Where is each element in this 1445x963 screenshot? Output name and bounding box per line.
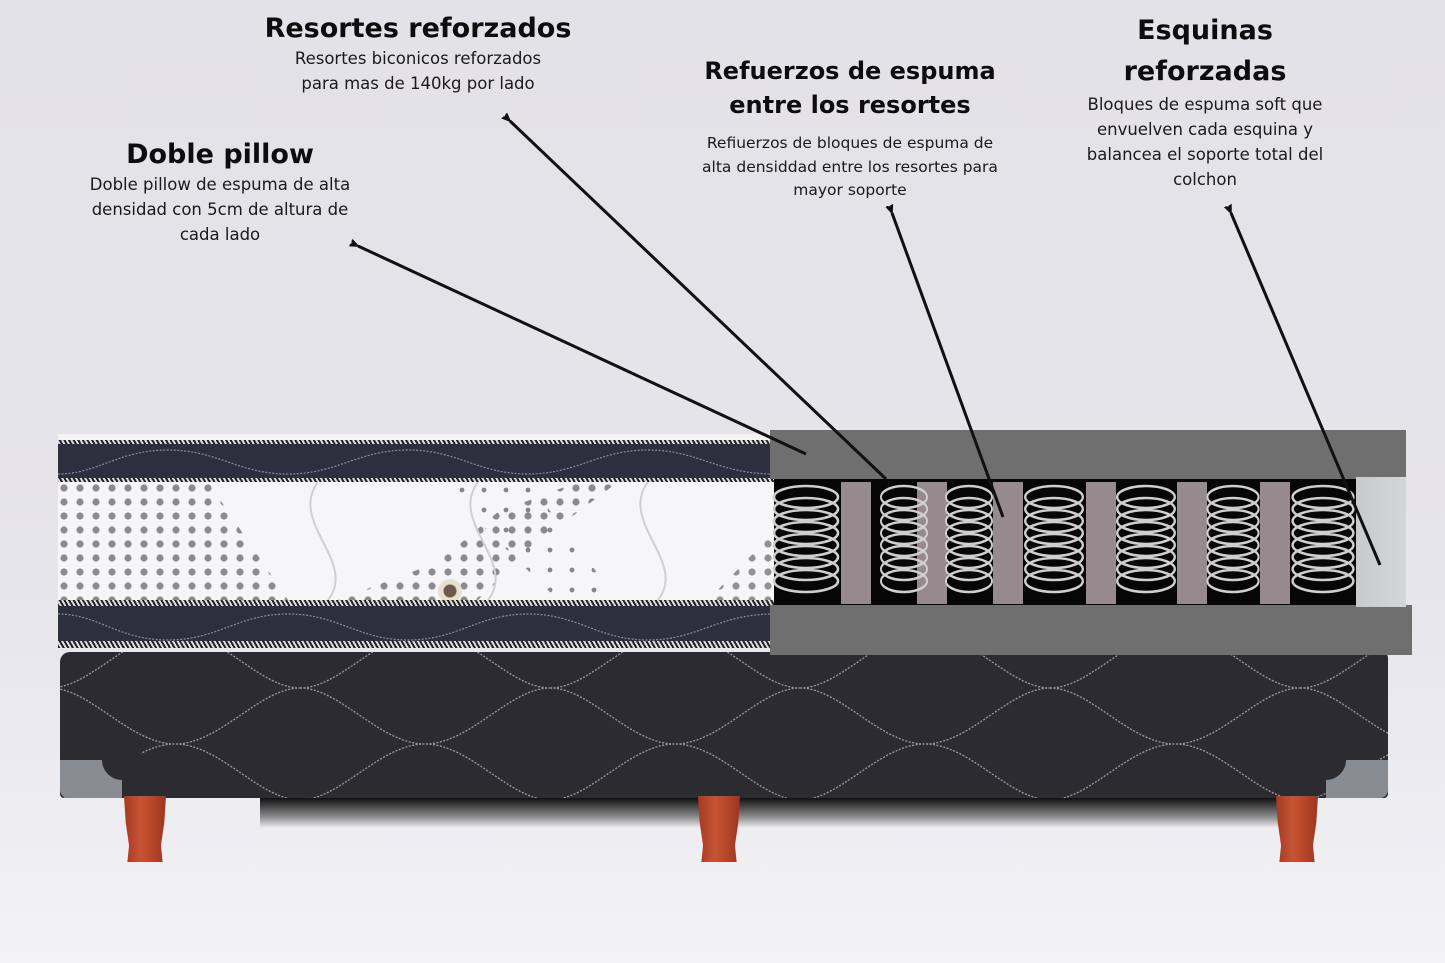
arrow-esquinas-reforzadas [1231,213,1382,566]
callout-description-line: Doble pillow de espuma de alta [89,174,351,194]
soft-corner-foam-block [1356,477,1406,607]
arrow-doble-pillow [358,246,807,456]
callout-title-line: Esquinas [1137,15,1273,46]
coil-spring-7 [1291,484,1355,594]
callout-description-line: Bloques de espuma soft que [1087,95,1323,114]
floor-shadow [260,798,1290,828]
piping-cord [58,440,774,447]
callout-description-line: envuelven cada esquina y [1096,120,1314,139]
callout-description-line: Resortes biconicos reforzados [294,48,542,68]
callout-resortes-reforzados: Resortes reforzados Resortes biconicos r… [258,12,578,96]
coil-spring-3 [944,484,994,594]
callout-description-line: mayor soporte [793,181,907,199]
piping-cord [58,478,774,485]
bottom-foam-layer [770,605,1412,655]
piping-cord [58,600,774,607]
callout-title-line: entre los resortes [729,91,971,119]
quilt-pattern [60,652,1388,798]
callout-title: Resortes reforzados [264,13,572,44]
callout-description-line: colchon [1173,170,1237,189]
arrow-resortes-reforzados [510,121,888,481]
base-corner-guard-right [1306,740,1388,798]
side-panel-fabric [58,482,774,600]
base-corner-guard-left [60,740,142,798]
coil-spring-5 [1115,484,1177,594]
callout-title-line: Refuerzos de espuma [704,57,996,85]
coil-spring-1 [772,484,840,594]
pillow-top-surface [58,434,774,444]
wooden-leg-right [1276,796,1318,862]
callout-esquinas-reforzadas: Esquinas reforzadas Bloques de espuma so… [1080,10,1330,192]
callout-title-line: reforzadas [1123,56,1287,87]
callout-description-line: balancea el soporte total del [1086,145,1324,164]
coil-spring-6 [1206,484,1260,594]
tufting-button [438,579,462,600]
lower-pillow-band [57,606,775,644]
callout-doble-pillow: Doble pillow Doble pillow de espuma de a… [60,138,380,247]
foam-reinforcement-strip [1177,482,1207,604]
wooden-leg-middle [698,796,740,862]
piping-cord [58,641,774,648]
wooden-leg-left [124,796,166,862]
arrow-refuerzos-espuma [892,213,1005,518]
upper-pillow-band [57,444,775,478]
callout-description-line: para mas de 140kg por lado [301,73,535,93]
callout-description-line: densidad con 5cm de altura de [91,199,349,219]
callout-description-line: alta densiddad entre los resortes para [702,157,998,176]
coil-spring-2 [879,484,929,594]
mattress-exterior [57,434,775,648]
box-spring-base [60,652,1388,798]
callout-description-line: Refiuerzos de bloques de espuma de [706,134,994,152]
foam-reinforcement-strip [1086,482,1116,604]
coil-spring-4 [1023,484,1085,594]
callout-title: Doble pillow [126,139,314,170]
callout-refuerzos-espuma: Refuerzos de espuma entre los resortes R… [680,54,1020,203]
foam-reinforcement-strip [841,482,871,604]
callout-description-line: cada lado [179,224,261,244]
foam-reinforcement-strip [1260,482,1290,604]
